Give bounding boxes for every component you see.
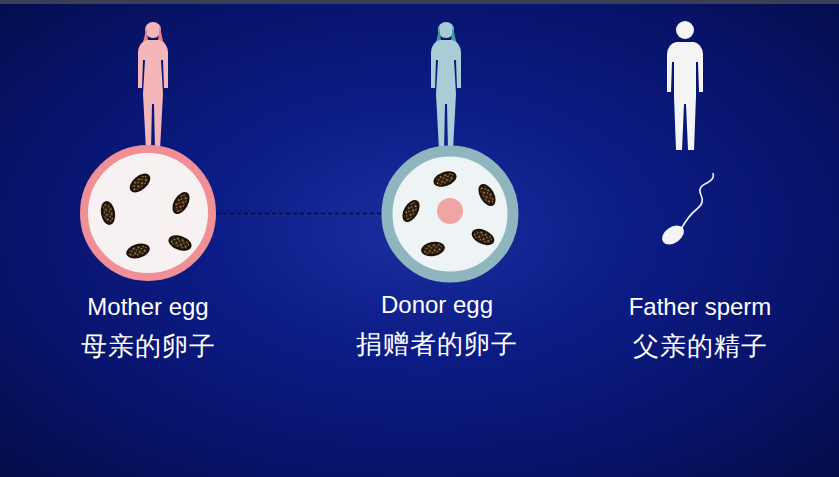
chinese-label: 母亲的卵子 — [81, 329, 216, 364]
donor-figure — [431, 22, 461, 150]
mother-figure — [138, 22, 168, 150]
english-label: Donor egg — [381, 291, 493, 319]
egg-cell-outline — [381, 145, 519, 283]
father-figure — [667, 21, 703, 150]
english-label: Father sperm — [629, 293, 772, 321]
top-bar — [0, 0, 839, 4]
chinese-label: 父亲的精子 — [633, 329, 768, 364]
english-label: Mother egg — [87, 293, 208, 321]
dashed-connector — [216, 213, 381, 214]
sperm-cell: Father sperm父亲的精子 — [645, 185, 755, 255]
egg-cell: Donor egg捐赠者的卵子 — [381, 145, 519, 283]
egg-cell: Mother egg母亲的卵子 — [80, 145, 216, 281]
chinese-label: 捐赠者的卵子 — [356, 327, 518, 362]
sperm-cell-outline — [645, 185, 755, 255]
egg-cell-outline — [80, 145, 216, 281]
